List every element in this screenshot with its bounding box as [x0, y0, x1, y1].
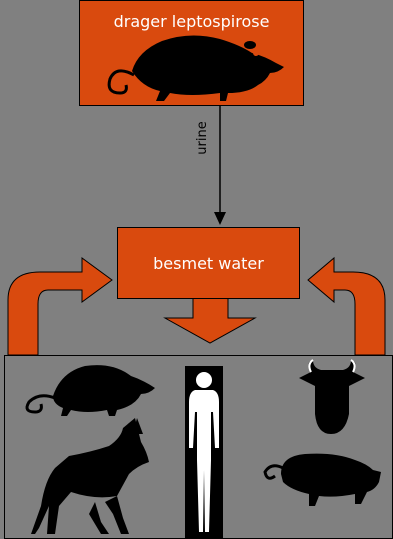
left-curved-arrow	[7, 257, 113, 356]
hosts-panel	[4, 355, 393, 539]
dog-icon	[31, 418, 149, 534]
cow-icon	[299, 359, 365, 434]
water-label: besmet water	[153, 254, 264, 273]
source-box: drager leptospirose	[79, 0, 304, 106]
pig-icon	[263, 453, 381, 506]
human-icon	[185, 366, 223, 538]
urine-label: urine	[195, 121, 210, 155]
hosts-graphics	[25, 359, 381, 538]
rat-host-icon	[25, 365, 155, 416]
water-box: besmet water	[117, 227, 300, 299]
right-curved-arrow	[307, 256, 386, 356]
down-arrow	[163, 297, 257, 344]
source-label: drager leptospirose	[113, 12, 270, 31]
rat-icon	[107, 35, 284, 101]
urine-arrow-head	[214, 212, 226, 225]
